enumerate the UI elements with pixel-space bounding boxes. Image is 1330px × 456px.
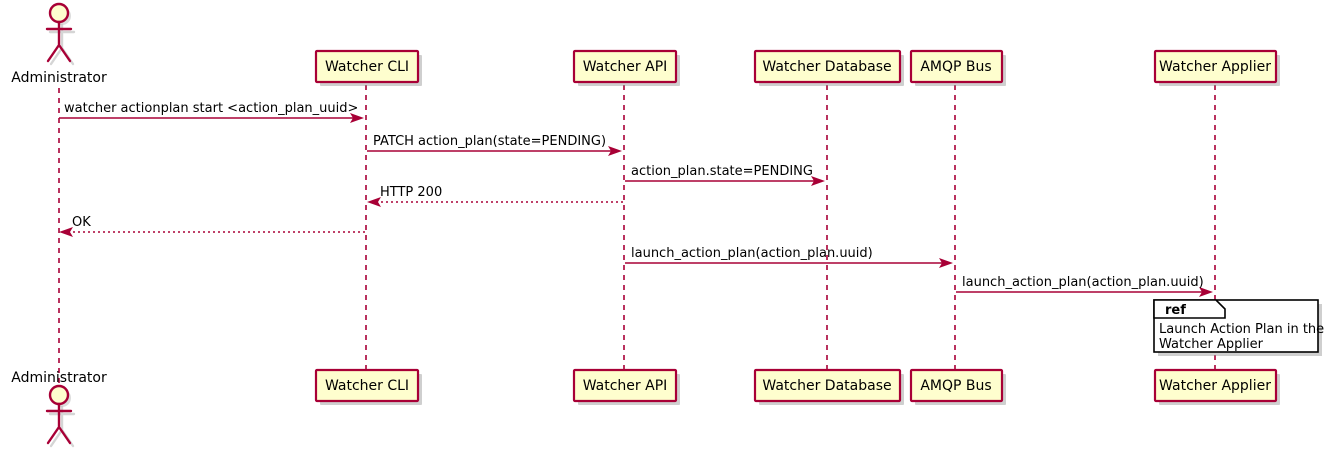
participant-watcher-applier-top[interactable]: Watcher Applier <box>1153 49 1280 86</box>
message-label-m6: launch_action_plan(action_plan.uuid) <box>631 246 873 261</box>
participant-boxes-top: Watcher CLI Watcher API Watcher Database… <box>314 49 1280 86</box>
message-label-m3: action_plan.state=PENDING <box>631 164 813 179</box>
arrow-head-icon <box>367 197 381 207</box>
message-action-plan-state-pending: action_plan.state=PENDING <box>625 164 825 186</box>
participant-label-watcher-api-bottom: Watcher API <box>583 378 668 394</box>
arrow-head-icon <box>1199 287 1213 297</box>
participant-amqp-bus-top[interactable]: AMQP Bus <box>909 49 1006 86</box>
actor-body-icon <box>45 20 73 63</box>
participant-label-amqp-bus-top: AMQP Bus <box>920 59 991 75</box>
participant-label-watcher-database-bottom: Watcher Database <box>762 378 891 394</box>
actor-head-icon <box>48 2 70 24</box>
ref-fragment-launch-action-plan[interactable]: ref Launch Action Plan in the Watcher Ap… <box>1153 299 1324 356</box>
message-label-m5: OK <box>72 215 91 230</box>
participant-amqp-bus-bottom[interactable]: AMQP Bus <box>909 368 1006 405</box>
participant-label-watcher-applier-top: Watcher Applier <box>1159 59 1271 75</box>
participant-label-watcher-applier-bottom: Watcher Applier <box>1159 378 1271 394</box>
participant-watcher-cli-top[interactable]: Watcher CLI <box>314 49 422 86</box>
arrow-head-icon <box>608 146 622 156</box>
lifelines <box>58 85 1216 398</box>
message-watcher-actionplan-start: watcher actionplan start <action_plan_uu… <box>59 101 364 123</box>
participant-boxes-bottom: Watcher CLI Watcher API Watcher Database… <box>314 368 1280 405</box>
message-label-m2: PATCH action_plan(state=PENDING) <box>373 134 606 149</box>
actor-head-icon <box>48 384 70 406</box>
participant-label-watcher-database-top: Watcher Database <box>762 59 891 75</box>
actor-label-administrator-bottom: Administrator <box>11 370 107 386</box>
participant-label-watcher-cli-bottom: Watcher CLI <box>325 378 409 394</box>
participant-label-watcher-cli-top: Watcher CLI <box>325 59 409 75</box>
participant-watcher-api-bottom[interactable]: Watcher API <box>572 368 680 405</box>
arrow-head-icon <box>811 176 825 186</box>
ref-fragment-line-2: Watcher Applier <box>1159 337 1264 352</box>
message-ok: OK <box>59 215 365 237</box>
message-patch-action-plan: PATCH action_plan(state=PENDING) <box>367 134 622 156</box>
participant-watcher-database-top[interactable]: Watcher Database <box>753 49 904 86</box>
arrow-head-icon <box>350 113 364 123</box>
arrow-head-icon <box>939 258 953 268</box>
participant-watcher-api-top[interactable]: Watcher API <box>572 49 680 86</box>
participant-label-amqp-bus-bottom: AMQP Bus <box>920 378 991 394</box>
actor-body-icon <box>45 402 73 445</box>
message-http-200: HTTP 200 <box>367 185 623 207</box>
message-launch-action-plan-to-bus: launch_action_plan(action_plan.uuid) <box>625 246 953 268</box>
message-label-m4: HTTP 200 <box>380 185 442 200</box>
participant-watcher-database-bottom[interactable]: Watcher Database <box>753 368 904 405</box>
actor-administrator-top: Administrator <box>11 2 107 86</box>
message-label-m7: launch_action_plan(action_plan.uuid) <box>962 275 1204 290</box>
arrow-head-icon <box>59 227 73 237</box>
actor-administrator-bottom: Administrator <box>11 370 107 448</box>
ref-fragment-tab <box>1153 299 1226 319</box>
participant-watcher-cli-bottom[interactable]: Watcher CLI <box>314 368 422 405</box>
message-launch-action-plan-to-applier: launch_action_plan(action_plan.uuid) <box>956 275 1213 297</box>
participant-watcher-applier-bottom[interactable]: Watcher Applier <box>1153 368 1280 405</box>
message-label-m1: watcher actionplan start <action_plan_uu… <box>64 101 358 116</box>
ref-fragment-tab-label: ref <box>1165 303 1186 318</box>
participant-label-watcher-api-top: Watcher API <box>583 59 668 75</box>
actor-label-administrator-top: Administrator <box>11 70 107 86</box>
ref-fragment-line-1: Launch Action Plan in the <box>1159 322 1324 337</box>
